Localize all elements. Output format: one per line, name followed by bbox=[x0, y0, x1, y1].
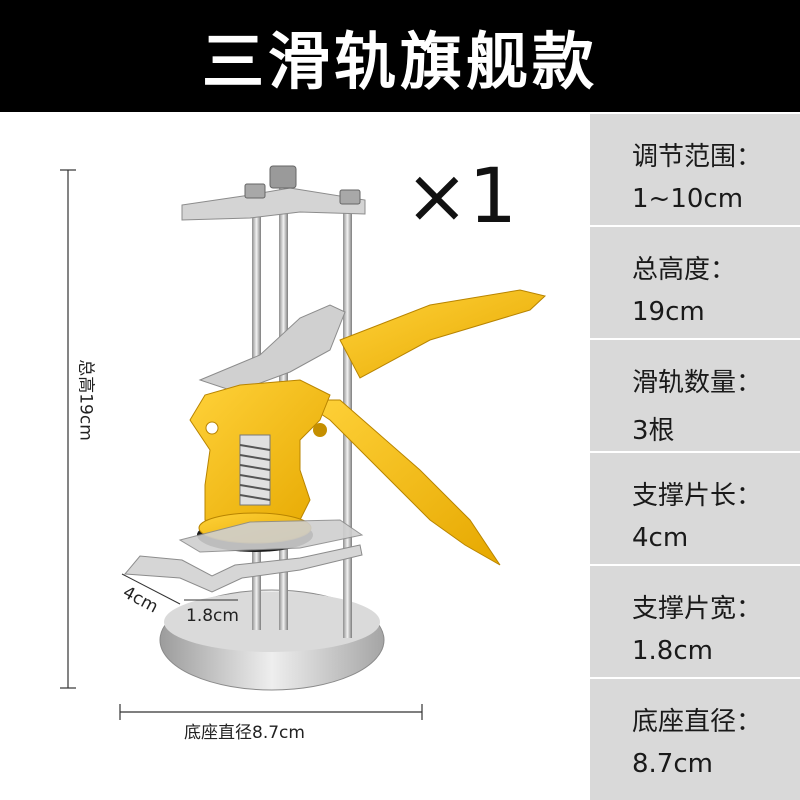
total-height-label: 总高19cm bbox=[75, 359, 96, 441]
spec-value: 1~10cm bbox=[632, 184, 744, 214]
spring bbox=[239, 434, 271, 506]
spec-label: 滑轨数量： bbox=[632, 368, 763, 398]
spec-label: 总高度： bbox=[632, 255, 737, 285]
base-dimension-line bbox=[119, 704, 423, 720]
bottom-support-plate bbox=[123, 544, 363, 593]
height-dimension-line bbox=[60, 169, 76, 689]
spec-label: 调节范围： bbox=[632, 142, 763, 172]
spec-row-rail-count: 滑轨数量： 3根 bbox=[590, 340, 800, 451]
spec-label: 支撑片宽： bbox=[632, 594, 763, 624]
quantity-label: ×1 bbox=[405, 151, 518, 240]
spec-row-total-height: 总高度： 19cm bbox=[590, 227, 800, 338]
spec-value: 1.8cm bbox=[632, 636, 713, 666]
page-title: 三滑轨旗舰款 bbox=[201, 25, 598, 98]
spec-value: 8.7cm bbox=[632, 749, 713, 779]
spec-label: 支撑片长： bbox=[632, 481, 763, 511]
spec-row-plate-width: 支撑片宽： 1.8cm bbox=[590, 566, 800, 677]
spec-value: 3根 bbox=[632, 416, 675, 446]
spec-row-base-diameter: 底座直径： 8.7cm bbox=[590, 679, 800, 800]
spec-label: 底座直径： bbox=[632, 707, 763, 737]
base-diameter-label: 底座直径8.7cm bbox=[184, 723, 305, 743]
spec-value: 19cm bbox=[632, 297, 705, 327]
lower-handle bbox=[298, 399, 501, 566]
header-bar: 三滑轨旗舰款 bbox=[0, 0, 800, 112]
spec-row-plate-length: 支撑片长： 4cm bbox=[590, 453, 800, 564]
spec-row-adjust-range: 调节范围： 1~10cm bbox=[590, 114, 800, 225]
spec-value: 4cm bbox=[632, 523, 689, 553]
spec-panel: 调节范围： 1~10cm 总高度： 19cm 滑轨数量： 3根 支撑片长： 4c… bbox=[590, 112, 800, 800]
top-support-plate bbox=[181, 187, 366, 221]
plate-width-label: 1.8cm bbox=[186, 606, 239, 626]
upper-handle bbox=[339, 289, 547, 379]
